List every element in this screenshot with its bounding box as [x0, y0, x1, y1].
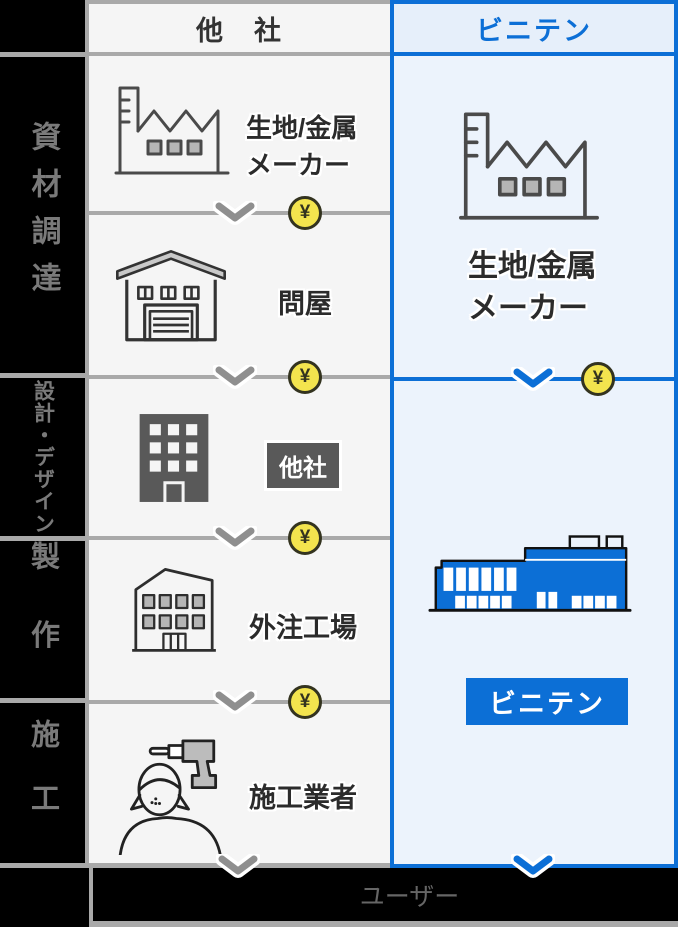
- sidebar-divider-line: [0, 863, 89, 868]
- sidebar-divider-line: [0, 52, 89, 57]
- chevron-down-icon: [213, 526, 257, 550]
- chevron-down-icon: [511, 854, 555, 878]
- comparison-header-viniten: ビニテン: [390, 0, 678, 56]
- row-label-installer: 施工業者: [249, 783, 357, 813]
- chevron-down-icon: [213, 201, 257, 225]
- sidebar-section-label: 製作: [26, 541, 59, 698]
- viniten-badge: ビニテン: [466, 678, 628, 725]
- yen-symbol: ¥: [299, 366, 311, 387]
- yen-coin-icon: ¥: [288, 360, 322, 394]
- sidebar-divider-line: [0, 698, 89, 703]
- sidebar-section-label: 資材調達: [26, 120, 60, 310]
- yen-symbol: ¥: [299, 691, 311, 712]
- factory-icon: [459, 112, 599, 220]
- chevron-down-icon: [511, 367, 555, 391]
- yen-symbol: ¥: [299, 202, 311, 223]
- sidebar-section-material-procurement: 資材調達: [0, 57, 85, 373]
- row-label-maker-line1: 生地/金属: [246, 113, 358, 143]
- yen-coin-icon: ¥: [581, 362, 615, 396]
- chevron-down-icon: [213, 690, 257, 714]
- sidebar-divider-line: [0, 536, 89, 541]
- comparison-header-other: 他 社: [89, 0, 390, 56]
- chevron-down-icon: [216, 854, 260, 878]
- column-border-line: [85, 0, 89, 868]
- sidebar-section-production: 製作: [0, 541, 85, 698]
- user-footer-bar: ユーザー: [89, 868, 678, 927]
- sidebar-section-installation: 施工: [0, 703, 85, 863]
- user-footer-label: ユーザー: [359, 882, 460, 911]
- sidebar-section-label: 設計・デザイン: [31, 379, 55, 535]
- sidebar-divider-line: [0, 373, 89, 378]
- yen-symbol: ¥: [592, 368, 604, 389]
- yen-symbol: ¥: [299, 527, 311, 548]
- row-label-maker-line2: メーカー: [246, 150, 351, 180]
- warehouse-icon: [116, 250, 226, 342]
- viniten-maker-label: 生地/金属 メーカー: [468, 246, 596, 330]
- viniten-maker-line2: メーカー: [468, 292, 588, 325]
- sidebar-section-design: 設計・デザイン: [0, 378, 85, 536]
- other-company-column: [89, 56, 390, 868]
- factory-icon: [114, 86, 230, 175]
- yen-coin-icon: ¥: [288, 521, 322, 555]
- chevron-down-icon: [213, 365, 257, 389]
- row-label-wholesaler: 問屋: [278, 289, 332, 319]
- viniten-maker-line1: 生地/金属: [468, 250, 597, 283]
- office-building-icon: [139, 414, 209, 502]
- viniten-building-icon: [428, 535, 632, 612]
- yen-coin-icon: ¥: [288, 685, 322, 719]
- row-label-maker: 生地/金属 メーカー: [246, 110, 357, 184]
- construction-worker-icon: [118, 739, 222, 855]
- row-label-outsourced-factory: 外注工場: [249, 613, 357, 643]
- process-sidebar: [0, 0, 89, 927]
- yen-coin-icon: ¥: [288, 196, 322, 230]
- other-company-badge: 他社: [267, 443, 339, 488]
- outsourced-factory-icon: [132, 567, 216, 652]
- sidebar-section-label: 施工: [26, 719, 59, 847]
